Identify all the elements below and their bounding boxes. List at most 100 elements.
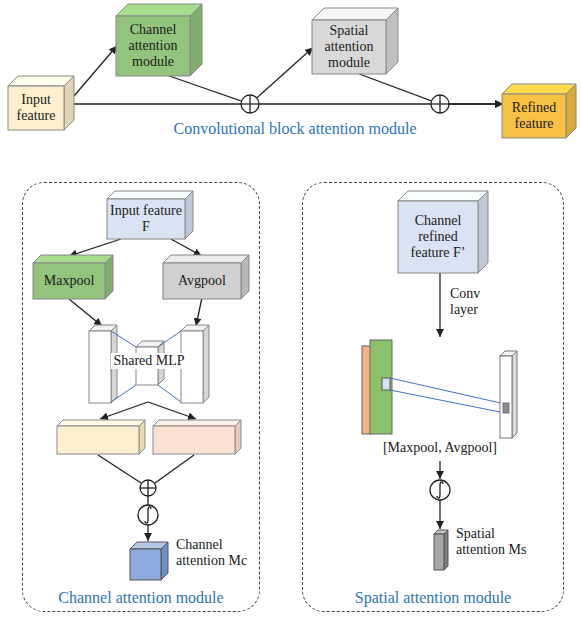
- arrow-line: [439, 500, 440, 529]
- mlp-link-line: [158, 385, 181, 402]
- cube-front-face: [33, 263, 105, 299]
- box-top-face: [57, 420, 145, 426]
- sigmoid-symbol: [430, 480, 450, 500]
- slab-side-face: [203, 325, 209, 403]
- text-area: Channel refined feature F’: [398, 201, 478, 273]
- node-text: Input feature F: [110, 203, 182, 234]
- box-side-face: [235, 420, 241, 454]
- pool-cube: Avgpool: [163, 255, 249, 299]
- node-text: Maxpool: [44, 273, 95, 289]
- cube-top-face: [8, 76, 74, 86]
- flow-arrow: [359, 74, 503, 104]
- box-side-face: [444, 530, 448, 570]
- layer-label: Conv layer: [450, 286, 502, 317]
- sigmoid-circle: [430, 480, 450, 500]
- spatial-attention-cube: Spatial attention module: [312, 8, 398, 74]
- input-feature-cube: Input feature: [8, 76, 74, 130]
- arrow-line: [147, 525, 148, 541]
- node-text: Channel attention module: [119, 22, 187, 69]
- channel-attention-map: [130, 542, 168, 580]
- node-text: Input feature: [11, 92, 61, 123]
- sum-cross: [249, 95, 250, 113]
- node-text: Spatial attention module: [315, 23, 383, 70]
- cube-front-face: [163, 263, 241, 299]
- module-panel: Channel attention module Input feature F M…: [22, 182, 260, 612]
- cube-front-face: [312, 20, 386, 74]
- sum-circle: [431, 95, 449, 113]
- box-front-face: [153, 426, 235, 454]
- text-area: Shared MLP: [89, 319, 209, 403]
- arrow-line: [439, 272, 440, 337]
- conv-kernel: [382, 378, 390, 390]
- panel-heading: Channel attention module: [23, 589, 259, 607]
- cube-side-face: [190, 4, 202, 76]
- cube-front-face: [502, 94, 566, 138]
- sum-symbol: [431, 95, 449, 113]
- cube-top-face: [312, 8, 398, 20]
- cube-side-face: [386, 8, 398, 74]
- cube-side-face: [241, 255, 249, 299]
- text-area: Refined feature: [502, 94, 566, 138]
- join-line: [147, 496, 148, 505]
- cube-side-face: [185, 191, 193, 239]
- projection-line: [390, 378, 505, 404]
- mlp-link-line: [111, 385, 136, 402]
- slab-front-face: [89, 331, 111, 403]
- panel-heading: Spatial attention module: [303, 589, 563, 607]
- mlp-link-line: [111, 331, 136, 347]
- flow-arrow: [74, 46, 117, 96]
- sigmoid-symbol: [138, 505, 158, 525]
- node-text: Refined feature: [505, 100, 563, 131]
- arrow-line: [148, 402, 196, 419]
- flow-arrow: [69, 239, 121, 256]
- cube-side-face: [64, 76, 74, 130]
- flow-arrow: [196, 299, 202, 326]
- channel-attention-cube: Channel attention module: [116, 4, 202, 76]
- output-cell: [503, 403, 509, 413]
- spatial-attention-map: [434, 530, 448, 570]
- cube-side-face: [105, 255, 113, 299]
- output-label: Spatial attention Ms: [456, 526, 528, 557]
- cube-top-face: [107, 191, 193, 199]
- feature-cube: Channel refined feature F’: [398, 191, 488, 273]
- box-front-face: [130, 549, 161, 580]
- pooled-maps: [362, 340, 392, 434]
- avg-pool-map: [370, 340, 392, 434]
- conv-output-map: [500, 351, 517, 438]
- projection-line: [390, 390, 505, 413]
- join-line: [155, 455, 194, 483]
- text-area: Input feature F: [107, 199, 185, 239]
- output-label: Channel attention Mc: [176, 537, 248, 568]
- box-front-face: [57, 426, 139, 454]
- sum-symbol: [140, 480, 156, 496]
- cube-top-face: [502, 84, 576, 94]
- box-top-face: [153, 420, 241, 426]
- box-front-face: [500, 356, 512, 438]
- cube-top-face: [116, 4, 202, 16]
- cube-front-face: [107, 199, 185, 239]
- cube-front-face: [398, 201, 478, 273]
- feature-cube: Input feature F: [107, 191, 193, 239]
- mlp-output-max: [57, 420, 145, 454]
- sum-cross: [147, 480, 148, 496]
- text-area: Channel attention module: [116, 16, 190, 76]
- cube-top-face: [33, 255, 113, 263]
- text-area: Avgpool: [163, 263, 241, 299]
- shared-mlp: Shared MLP: [89, 319, 209, 403]
- box-side-face: [161, 542, 168, 580]
- box-side-face: [139, 420, 145, 454]
- pool-cube: Maxpool: [33, 255, 113, 299]
- mlp-link-line: [158, 331, 181, 347]
- arrow-line: [100, 402, 148, 419]
- sum-cross: [439, 95, 440, 113]
- cube-front-face: [116, 16, 190, 76]
- text-area: Input feature: [8, 86, 64, 130]
- sigmoid-curve: [437, 482, 443, 498]
- flow-arrow: [74, 103, 503, 104]
- module-title: Convolutional block attention module: [160, 120, 430, 138]
- sum-symbol: [241, 95, 259, 113]
- sum-circle: [241, 95, 259, 113]
- pool-label: [Maxpool, Avgpool]: [360, 440, 520, 456]
- box-side-face: [512, 351, 517, 438]
